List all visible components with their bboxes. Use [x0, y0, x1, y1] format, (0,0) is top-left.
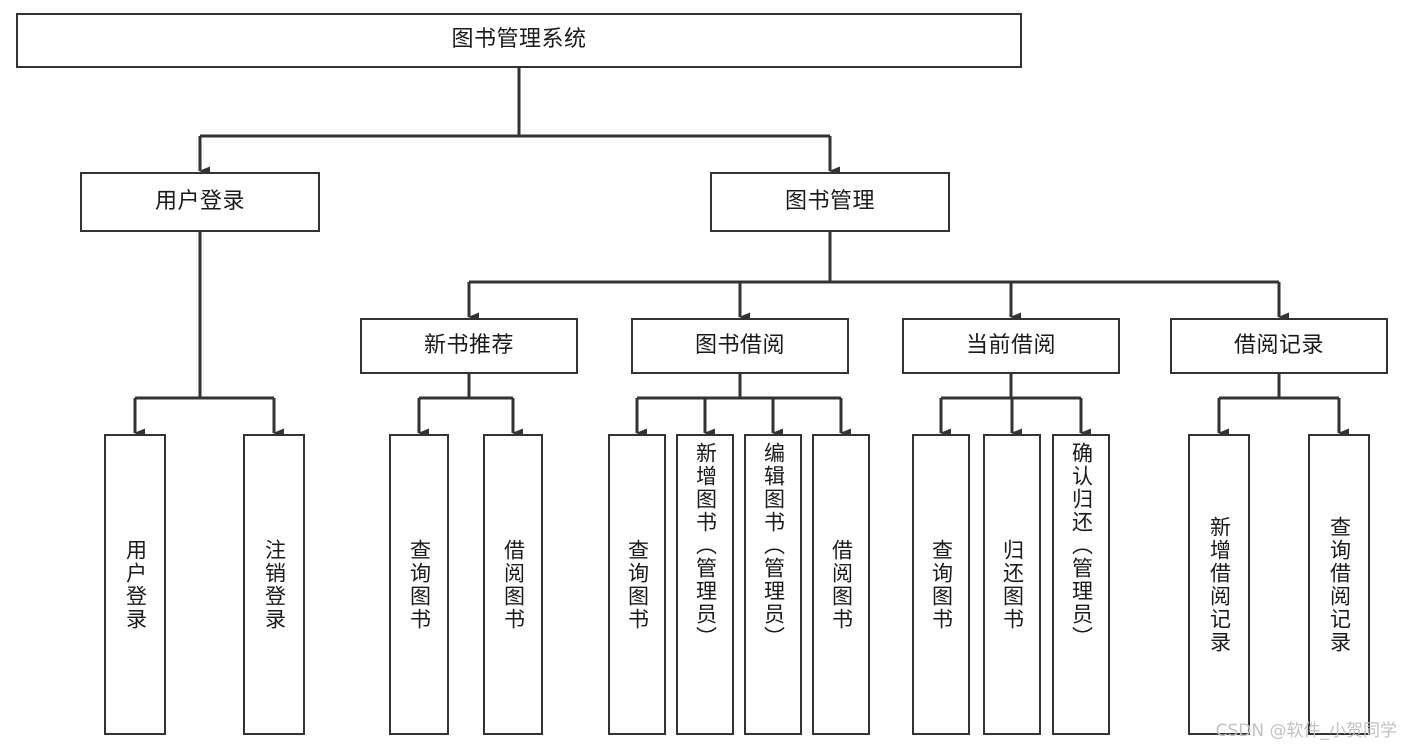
node-book-management-label: 图书管理 — [784, 188, 875, 214]
leaf-current-return-book[interactable]: 归还图书 — [983, 434, 1041, 735]
leaf-recommend-query-book-label: 查询图书 — [407, 538, 432, 631]
leaf-recommend-borrow-book-label: 借阅图书 — [501, 538, 526, 631]
node-borrow-record-label: 借阅记录 — [1233, 332, 1324, 358]
leaf-current-confirm-return[interactable]: 确认归还（管理员） — [1052, 434, 1110, 735]
node-new-book-recommendation-label: 新书推荐 — [423, 332, 514, 358]
leaf-borrow-edit-book-label: 编辑图书（管理员） — [761, 442, 786, 649]
leaf-record-add[interactable]: 新增借阅记录 — [1188, 434, 1250, 735]
leaf-current-return-book-label: 归还图书 — [1000, 538, 1025, 631]
leaf-user-logout[interactable]: 注销登录 — [243, 434, 305, 735]
leaf-borrow-add-book-label: 新增图书（管理员） — [693, 442, 718, 649]
leaf-record-add-label: 新增借阅记录 — [1207, 515, 1232, 654]
node-book-borrow-label: 图书借阅 — [694, 332, 785, 358]
leaf-record-query-label: 查询借阅记录 — [1327, 515, 1352, 654]
leaf-current-query-book[interactable]: 查询图书 — [912, 434, 970, 735]
watermark: CSDN @软件_小贺同学 — [1215, 721, 1397, 741]
node-new-book-recommendation[interactable]: 新书推荐 — [360, 318, 578, 374]
leaf-user-login-label: 用户登录 — [123, 538, 148, 631]
leaf-current-confirm-return-label: 确认归还（管理员） — [1069, 442, 1094, 649]
node-root[interactable]: 图书管理系统 — [16, 13, 1022, 68]
leaf-record-query[interactable]: 查询借阅记录 — [1308, 434, 1370, 735]
node-borrow-record[interactable]: 借阅记录 — [1170, 318, 1388, 374]
node-user-login[interactable]: 用户登录 — [80, 172, 320, 232]
node-book-management[interactable]: 图书管理 — [710, 172, 950, 232]
leaf-borrow-query-book[interactable]: 查询图书 — [608, 434, 666, 735]
node-user-login-label: 用户登录 — [154, 188, 245, 214]
leaf-borrow-add-book[interactable]: 新增图书（管理员） — [676, 434, 734, 735]
node-current-borrow-label: 当前借阅 — [965, 332, 1056, 358]
leaf-user-login[interactable]: 用户登录 — [104, 434, 166, 735]
leaf-borrow-edit-book[interactable]: 编辑图书（管理员） — [744, 434, 802, 735]
leaf-recommend-query-book[interactable]: 查询图书 — [389, 434, 449, 735]
leaf-user-logout-label: 注销登录 — [262, 538, 287, 631]
leaf-recommend-borrow-book[interactable]: 借阅图书 — [483, 434, 543, 735]
node-current-borrow[interactable]: 当前借阅 — [902, 318, 1120, 374]
node-root-label: 图书管理系统 — [451, 27, 587, 53]
node-book-borrow[interactable]: 图书借阅 — [631, 318, 849, 374]
leaf-borrow-query-book-label: 查询图书 — [625, 538, 650, 631]
edge-group — [133, 68, 1349, 438]
leaf-borrow-borrow-book-label: 借阅图书 — [829, 538, 854, 631]
leaf-borrow-borrow-book[interactable]: 借阅图书 — [812, 434, 870, 735]
leaf-current-query-book-label: 查询图书 — [929, 538, 954, 631]
